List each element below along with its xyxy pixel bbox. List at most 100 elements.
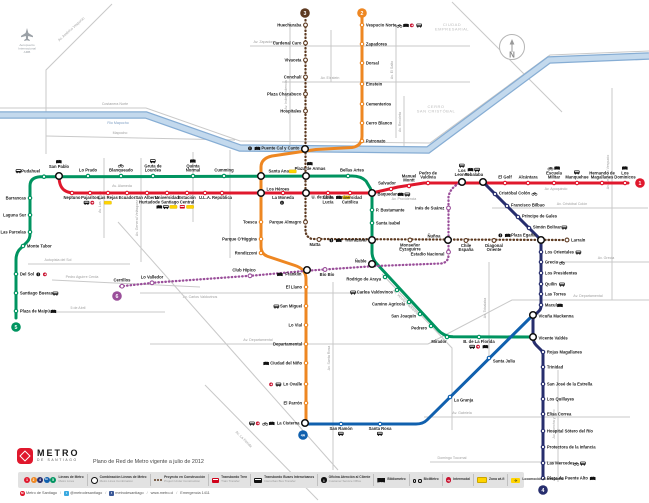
station-marker — [377, 421, 383, 427]
station-marker — [359, 22, 365, 28]
bus-icon — [561, 225, 568, 230]
book-icon — [268, 421, 275, 426]
station-marker — [303, 360, 309, 366]
legend-label-es: BiciMetro — [423, 477, 439, 482]
station-club-hipico: Club Hípico — [232, 267, 256, 279]
info-icon: i — [329, 238, 334, 243]
station-label: Hospital Sótero del Río — [547, 429, 594, 434]
station-marker — [504, 203, 510, 209]
station-departamental: Departamental — [273, 342, 309, 347]
station-parque-almagro: Parque Almagro — [269, 219, 308, 225]
road-label: Mapocho — [113, 131, 128, 135]
station-marker — [538, 249, 544, 255]
station-marker — [184, 190, 190, 196]
road-av-einstein: Av. Einstein — [282, 76, 470, 83]
station-marker — [359, 41, 365, 47]
station-marker — [303, 108, 308, 114]
station-marker — [447, 394, 453, 400]
station-label: Plaza de Maipú — [20, 309, 50, 314]
info-legend-icon: i — [321, 477, 327, 483]
station-las-torres: Las Torres — [538, 292, 567, 297]
road-pedro-aguirre-cerda: Pedro Aguirre Cerda — [51, 275, 201, 288]
station-plaza-de-armas: Plaza de Armas — [295, 161, 326, 181]
station-marker — [85, 173, 91, 179]
legend-label-en: Train Transfer — [221, 479, 240, 484]
station-la-cisterna: La Cisterna — [249, 418, 310, 428]
river-label: Río Mapocho — [107, 121, 128, 125]
station-marker — [407, 237, 413, 243]
metro-line-2 — [259, 16, 364, 425]
station-label: San José de la Estrella — [547, 382, 593, 387]
station-marker — [540, 460, 546, 466]
bus-icon — [15, 169, 22, 174]
station-alcantara: Alcántara — [518, 175, 538, 186]
station-label: Los Presidentes — [545, 271, 578, 276]
book-icon — [397, 192, 404, 197]
book-icon — [254, 146, 261, 151]
station-label: Rojas Magallanes — [547, 350, 583, 355]
station-label: Departamental — [273, 342, 302, 347]
facebook-icon: f — [109, 491, 114, 496]
station-einstein: Einstein — [359, 82, 383, 87]
station-ines-de-suarez: Inés de Suárez — [415, 205, 451, 211]
station-label: Parque O'Higgins — [222, 237, 258, 242]
wifi-icon — [288, 169, 297, 174]
bus-icon — [580, 461, 586, 466]
station-label: Santa Ana — [269, 169, 290, 174]
legend-label-es: Líneas de Metro — [58, 475, 84, 480]
bus-icon — [559, 282, 565, 287]
station-marker — [150, 173, 156, 179]
station-label: Plaza de Puente Alto — [547, 476, 588, 481]
station-rojas-magallanes: Rojas Magallanes — [540, 350, 583, 355]
station-carlos-valdovinos: Carlos Valdovinos — [350, 287, 400, 295]
station-marker — [118, 173, 124, 179]
station-label: Santa Rosa — [369, 426, 392, 431]
station-marker — [280, 190, 286, 196]
road-av-departamental-w: Av. Departamental — [150, 338, 428, 345]
station-san-miguel: San Miguel — [273, 304, 309, 309]
book-icon — [156, 205, 163, 209]
station-label: Parque Almagro — [269, 220, 302, 225]
station-marker — [540, 396, 546, 402]
road-av-grecia: Av. Grecia — [556, 256, 649, 263]
line-4-badge: 4 — [538, 485, 548, 495]
bike-icon — [547, 167, 554, 171]
bus-icon — [574, 170, 580, 175]
station-label: Lo Vial — [288, 323, 302, 328]
station-label: Alcántara — [518, 175, 538, 180]
station-label: Pudahuel — [21, 168, 40, 173]
station-label: Dorsal — [366, 61, 379, 66]
footer-link-metrodesantiago: t@metrodesantiago — [64, 491, 103, 496]
station-conchali: Conchalí — [284, 74, 308, 80]
footer-link-emergencia-1411: Emergencia 1411 — [180, 491, 210, 496]
station-label: Elisa Correa — [547, 412, 572, 417]
station-santa-ana: Santa Ana — [256, 169, 297, 181]
road-av-gabriela: Av. Gabriela — [424, 411, 630, 418]
station-los-presidentes: Los Presidentes — [538, 271, 578, 276]
station-marker — [300, 144, 310, 154]
station-marker — [446, 249, 451, 255]
station-ciudad-del-nino: Ciudad del Niño — [263, 360, 309, 366]
station-label: Santa Isabel — [376, 221, 400, 226]
station-marker — [119, 283, 125, 289]
station-marker — [476, 334, 482, 340]
station-simon-bolivar: Simón Bolívar — [526, 225, 568, 231]
legend-label-en: Project Under Construction — [164, 479, 201, 484]
legend-label-en: Metro Lines Combination — [99, 479, 133, 484]
station-marker — [303, 91, 308, 97]
station-pedrero: Pedrero — [411, 323, 434, 331]
bike-icon — [573, 462, 580, 466]
station-marker — [359, 120, 365, 126]
station-marker — [303, 381, 309, 387]
station-label: La Moneda — [272, 195, 295, 200]
svg-text:i: i — [250, 147, 251, 151]
